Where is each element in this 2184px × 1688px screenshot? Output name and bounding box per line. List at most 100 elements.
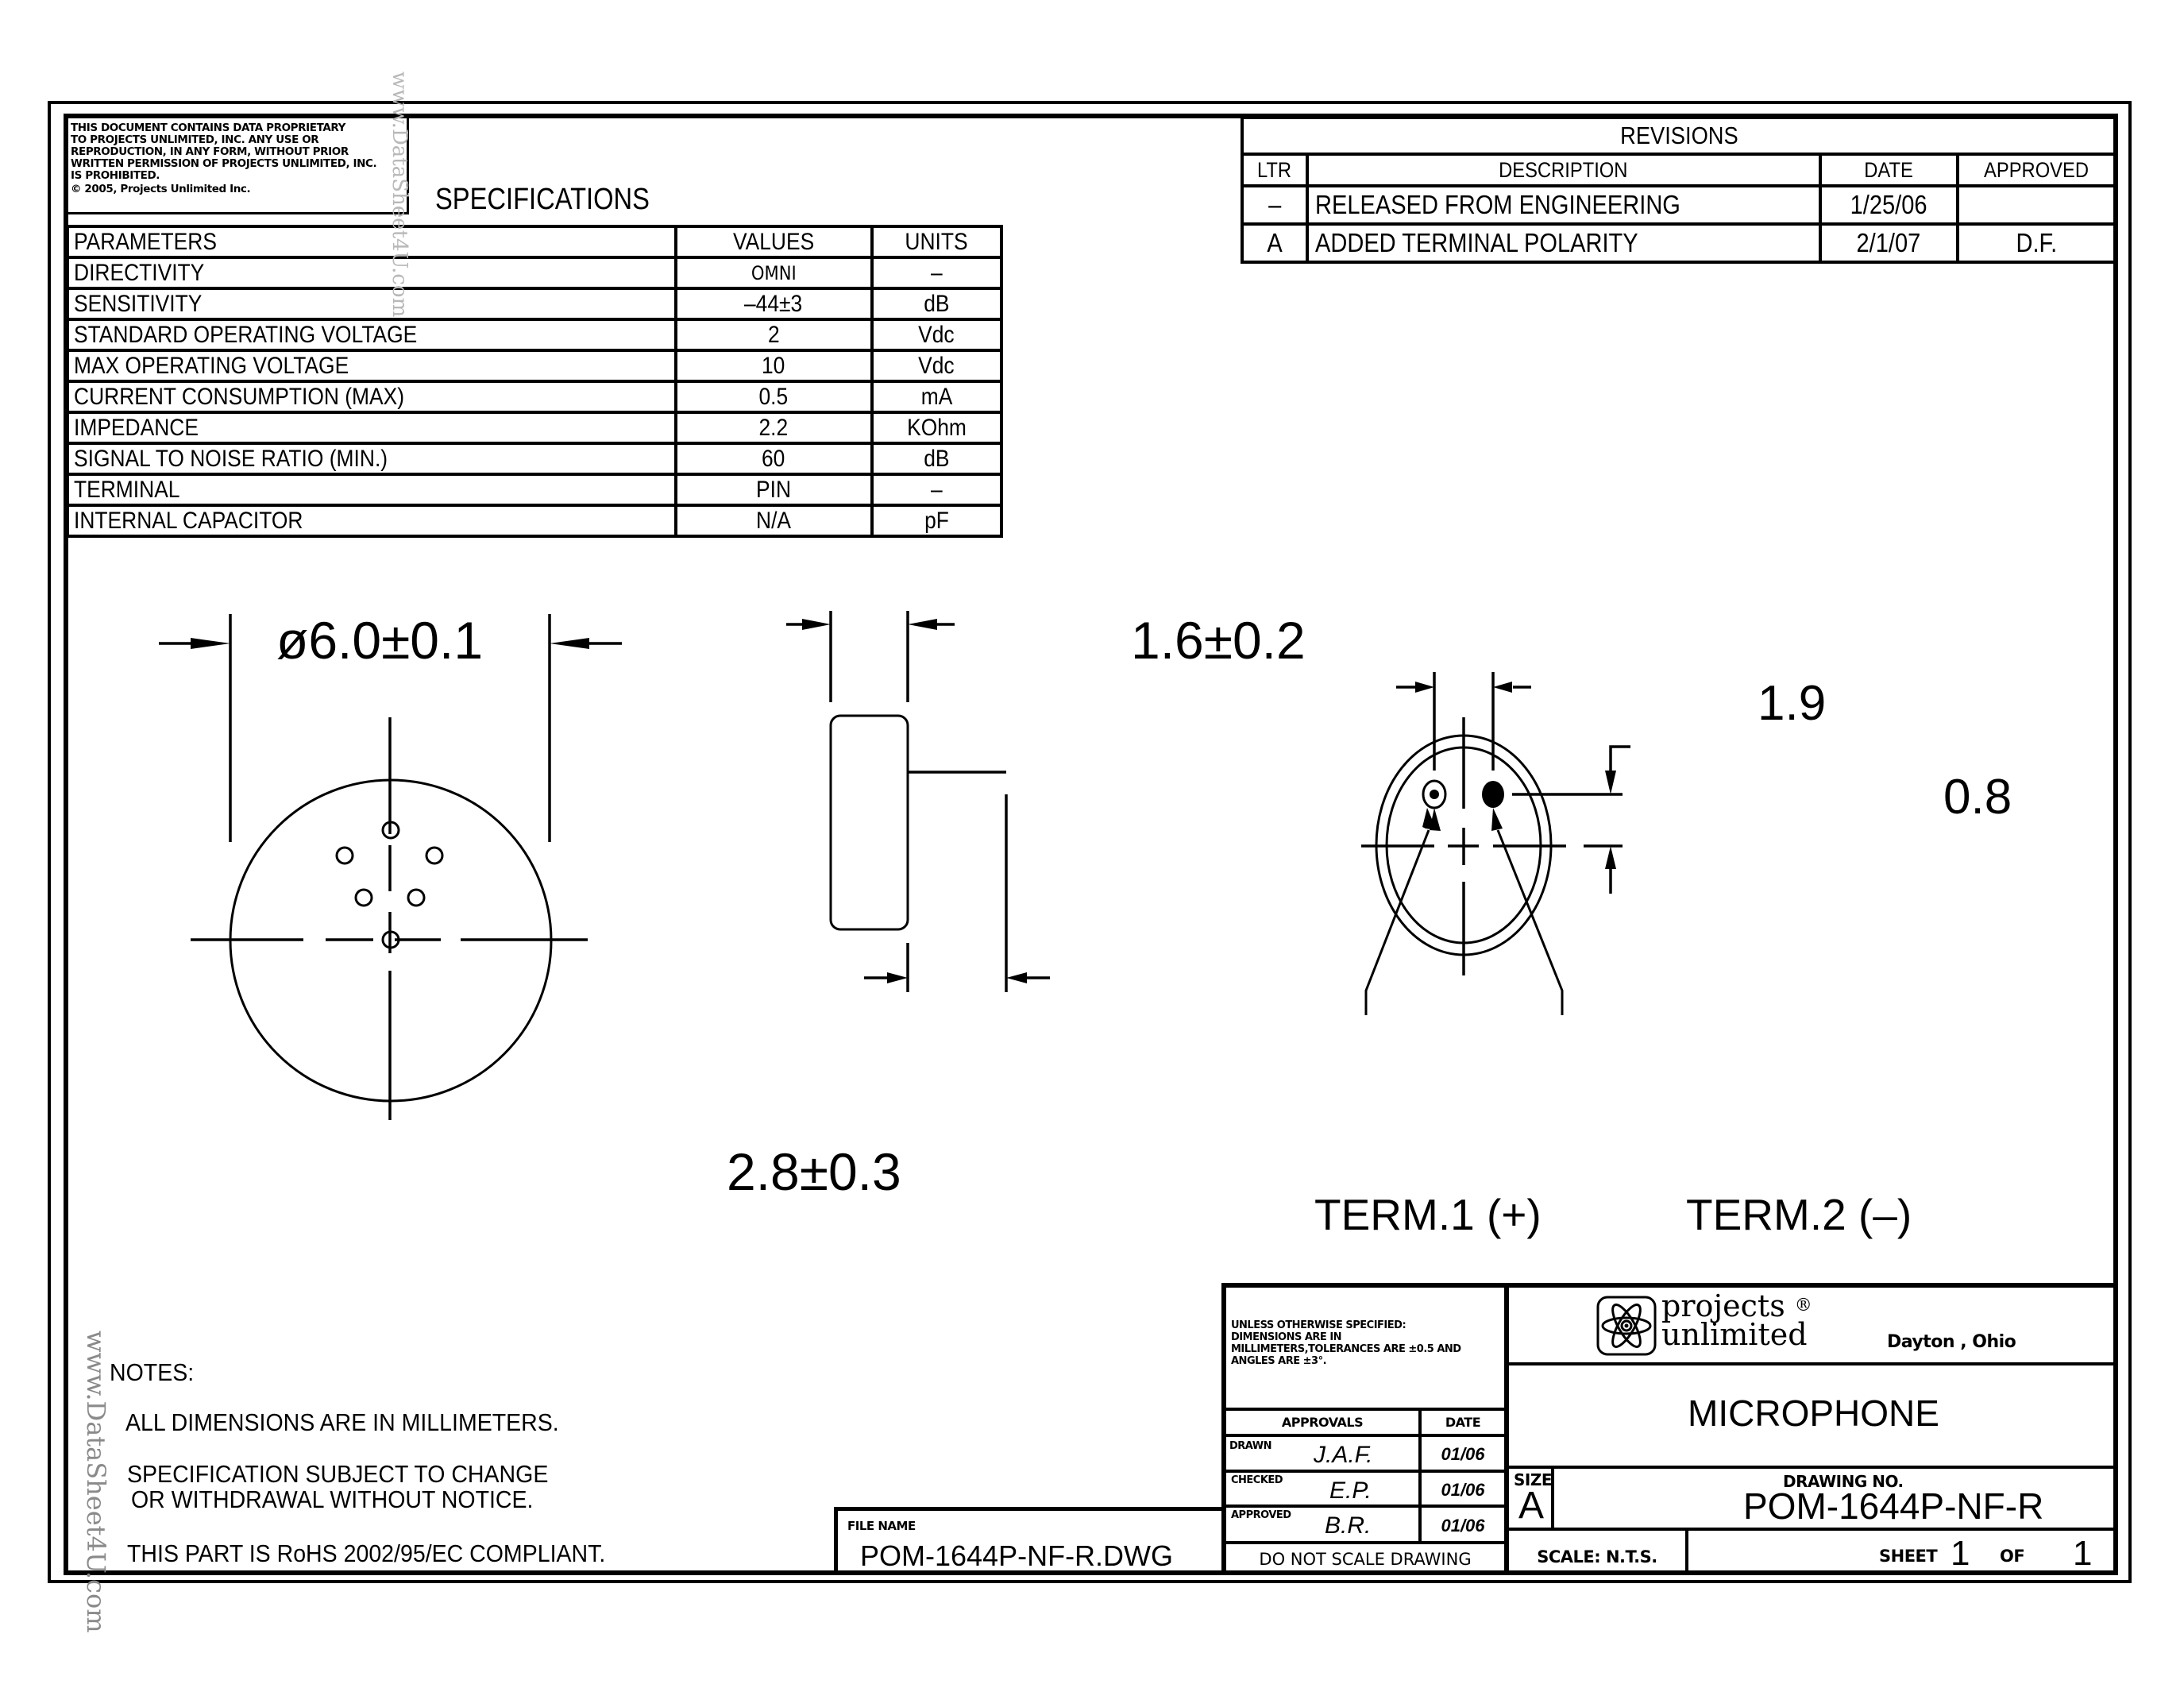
size-value: A [1518,1485,1545,1527]
initials: E.P. [1329,1477,1372,1504]
parameter-cell: INTERNAL CAPACITOR [66,504,677,538]
unit-cell: – [870,256,1004,290]
revision-row: A ADDED TERMINAL POLARITY 2/1/07 D.F. [1241,222,2118,264]
approvals-header: APPROVALS [1226,1411,1422,1437]
note-item: ALL DIMENSIONS ARE IN MILLIMETERS. [125,1408,559,1436]
rev-ltr: – [1241,184,1309,226]
date-header: DATE [1422,1411,1509,1437]
unit-cell: Vdc [870,318,1004,352]
file-name-label: FILE NAME [847,1519,916,1533]
role-label: CHECKED [1231,1474,1283,1486]
sheet-total: 1 [2073,1534,2093,1573]
file-name-box: FILE NAME POM-1644P-NF-R.DWG [834,1507,1221,1575]
inner-border [64,114,2118,1575]
unit-cell: KOhm [870,411,1004,445]
header-approved: APPROVED [1955,153,2118,187]
drawing-no-label: DRAWING NO. [1783,1472,1904,1491]
parameter-cell: DIRECTIVITY [66,256,677,290]
table-row: TERMINAL PIN – [66,473,1004,507]
rev-date: 1/25/06 [1818,184,1959,226]
scale-label: SCALE: N.T.S. [1509,1531,1688,1575]
part-title: MICROPHONE [1509,1365,2118,1469]
parameter-cell: TERMINAL [66,473,677,507]
company-header: projects ® unlimited Dayton , Ohio [1509,1288,2118,1365]
value-cell: 60 [673,442,874,476]
rev-approved: D.F. [1955,222,2118,264]
header-date: DATE [1818,153,1959,187]
sheet-cell: SHEET 1 OF 1 [1688,1531,2118,1575]
approval-row-checked: CHECKED E.P. [1226,1473,1422,1508]
term2-label: TERM.2 (–) [1686,1190,1912,1239]
drawing-number-cell: DRAWING NO. POM-1644P-NF-R [1554,1469,2118,1531]
specifications-table: PARAMETERS VALUES UNITS DIRECTIVITY OMNI… [66,225,1004,538]
parameter-cell: CURRENT CONSUMPTION (MAX) [66,380,677,414]
value-cell: –44±3 [673,287,874,321]
unit-cell: dB [870,287,1004,321]
header-values: VALUES [673,225,874,259]
pin-spacing-dimension: 1.9 [1758,676,1827,731]
initials: B.R. [1325,1512,1372,1539]
thickness-dimension: 1.6±0.2 [1131,611,1306,670]
rear-view [1361,672,1630,1015]
header-units: UNITS [870,225,1004,259]
tolerance-line: ANGLES ARE ±3°. [1231,1355,1327,1367]
notes-title: NOTES: [110,1358,195,1386]
value-cell: PIN [673,473,874,507]
notice-line: WRITTEN PERMISSION OF PROJECTS UNLIMITED… [71,157,377,170]
table-row: IMPEDANCE 2.2 KOhm [66,411,1004,445]
role-label: DRAWN [1229,1440,1272,1452]
value-cell: N/A [673,504,874,538]
specifications-title: SPECIFICATIONS [435,183,650,216]
unit-cell: dB [870,442,1004,476]
watermark-left: www.DataSheet4U.com [81,1331,111,1633]
notice-line: IS PROHIBITED. [71,169,160,182]
role-label: APPROVED [1231,1509,1291,1521]
approval-date: 01/06 [1422,1473,1509,1508]
company-name-line2: unlimited [1661,1317,1808,1352]
front-view [159,614,622,1120]
table-row: STANDARD OPERATING VOLTAGE 2 Vdc [66,318,1004,352]
approval-date: 01/06 [1422,1508,1509,1544]
registered-mark: ® [1794,1296,1812,1315]
file-name-value: POM-1644P-NF-R.DWG [860,1539,1174,1572]
watermark-top: www.DataSheet4U.com [388,71,411,318]
parameter-cell: STANDARD OPERATING VOLTAGE [66,318,677,352]
rev-date: 2/1/07 [1818,222,1959,264]
tolerance-line: MILLIMETERS,TOLERANCES ARE ±0.5 AND [1231,1343,1461,1355]
approval-date: 01/06 [1422,1437,1509,1473]
pin-offset-dimension: 0.8 [1943,770,2012,825]
drawing-number: POM-1644P-NF-R [1743,1485,2044,1527]
header-parameters: PARAMETERS [66,225,677,259]
notice-line: REPRODUCTION, IN ANY FORM, WITHOUT PRIOR [71,145,349,158]
tolerance-line: DIMENSIONS ARE IN [1231,1331,1342,1343]
unit-cell: mA [870,380,1004,414]
value-cell: 10 [673,349,874,383]
table-row: DIRECTIVITY OMNI – [66,256,1004,290]
parameter-cell: SENSITIVITY [66,287,677,321]
table-row: MAX OPERATING VOLTAGE 10 Vdc [66,349,1004,383]
tolerance-line: UNLESS OTHERWISE SPECIFIED: [1231,1319,1406,1331]
table-row: SIGNAL TO NOISE RATIO (MIN.) 60 dB [66,442,1004,476]
notice-line: THIS DOCUMENT CONTAINS DATA PROPRIETARY [71,122,346,134]
outer-border [48,101,2132,1583]
unit-cell: Vdc [870,349,1004,383]
revisions-title: REVISIONS [1241,116,2117,156]
parameter-cell: SIGNAL TO NOISE RATIO (MIN.) [66,442,677,476]
value-cell: OMNI [673,256,874,290]
unit-cell: – [870,473,1004,507]
value-cell: 2.2 [673,411,874,445]
size-cell: SIZE A [1509,1469,1554,1531]
of-label: OF [2000,1547,2025,1566]
table-row: SENSITIVITY –44±3 dB [66,287,1004,321]
sheet-number: 1 [1951,1534,1970,1573]
diameter-dimension: ø6.0±0.1 [276,611,484,670]
header-ltr: LTR [1241,153,1309,187]
parameter-cell: MAX OPERATING VOLTAGE [66,349,677,383]
parameter-cell: IMPEDANCE [66,411,677,445]
title-block: UNLESS OTHERWISE SPECIFIED: DIMENSIONS A… [1221,1283,2118,1575]
term1-label: TERM.1 (+) [1314,1190,1542,1239]
value-cell: 2 [673,318,874,352]
side-view [786,611,1050,992]
copyright-line: © 2005, Projects Unlimited Inc. [71,183,251,195]
